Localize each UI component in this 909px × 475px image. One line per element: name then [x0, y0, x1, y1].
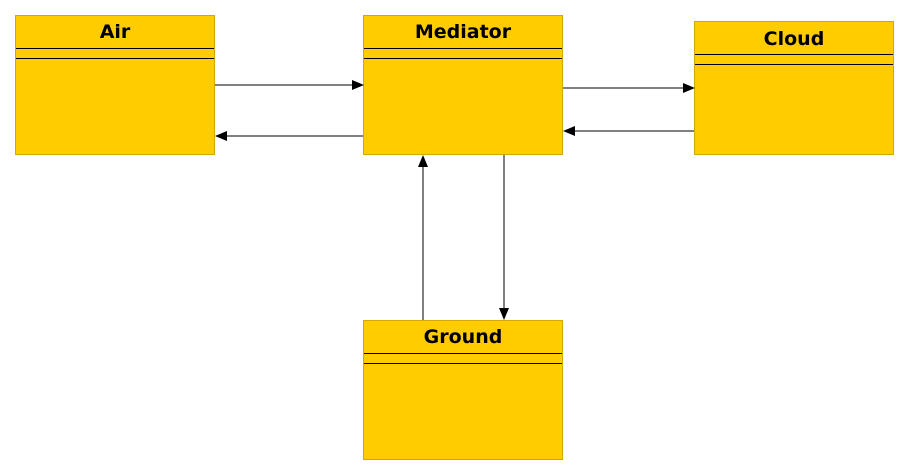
attribute-divider: [364, 353, 562, 354]
class-box-air[interactable]: Air: [15, 15, 215, 155]
method-divider: [364, 58, 562, 59]
class-title-mediator: Mediator: [414, 21, 512, 43]
class-title-cloud: Cloud: [763, 28, 825, 50]
attribute-divider: [695, 54, 893, 55]
class-title-air: Air: [99, 21, 131, 43]
method-divider: [695, 64, 893, 65]
attribute-divider: [364, 48, 562, 49]
attribute-divider: [16, 48, 214, 49]
class-box-mediator[interactable]: Mediator: [363, 15, 563, 155]
method-divider: [16, 58, 214, 59]
class-title-ground: Ground: [423, 326, 503, 348]
method-divider: [364, 363, 562, 364]
class-box-ground[interactable]: Ground: [363, 320, 563, 460]
